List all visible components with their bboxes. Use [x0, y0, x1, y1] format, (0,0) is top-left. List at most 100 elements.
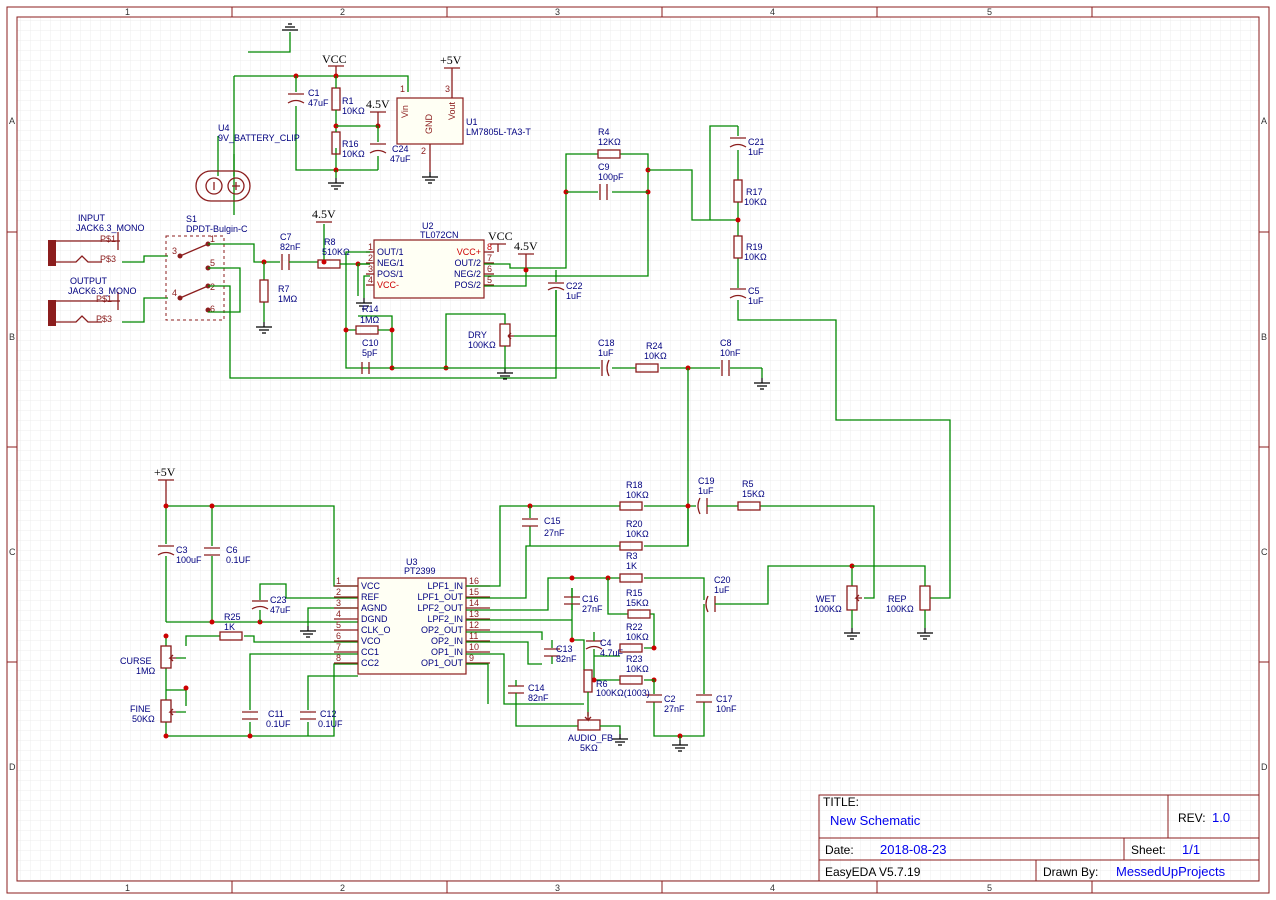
fine-value: 50KΩ — [132, 714, 155, 724]
u3-pin-number: 13 — [469, 609, 479, 619]
col-4-bottom: 4 — [770, 883, 775, 893]
r7-value: 1MΩ — [278, 294, 298, 304]
r1-value: 10KΩ — [342, 106, 365, 116]
c2-value: 27nF — [664, 704, 685, 714]
u2-pin-name: OUT/2 — [454, 258, 481, 268]
u3-pin-name: AGND — [361, 603, 388, 613]
u3-pin-name: CC2 — [361, 658, 379, 668]
column-labels-bottom: 1 2 3 4 5 — [125, 883, 992, 893]
r23-ref: R23 — [626, 654, 643, 664]
r19-ref: R19 — [746, 242, 763, 252]
c4-ref: C4 — [600, 638, 612, 648]
row-labels-right: A B C D — [1261, 116, 1268, 772]
u3-pin-name: LPF1_OUT — [417, 592, 463, 602]
u2-pin-name: OUT/1 — [377, 247, 404, 257]
net-5v-u3: +5V — [154, 465, 176, 479]
row-c-left: C — [9, 547, 16, 557]
column-labels-top: 1 2 3 4 5 — [125, 7, 992, 17]
r7-ref: R7 — [278, 284, 290, 294]
r23-value: 10KΩ — [626, 664, 649, 674]
u2-pin-number: 8 — [487, 242, 492, 252]
c24-value: 47uF — [390, 154, 411, 164]
c17-value: 10nF — [716, 704, 737, 714]
r3-value: 1K — [626, 561, 637, 571]
c9-value: 100pF — [598, 172, 624, 182]
io-section: INPUT JACK6.3_MONO P$1 P$3 OUTPUT JACK6.… — [48, 207, 557, 379]
col-3-top: 3 — [555, 7, 560, 17]
c1-value: 47uF — [308, 98, 329, 108]
s1-value: DPDT-Bulgin-C — [186, 224, 248, 234]
u3-pin-number: 7 — [336, 642, 341, 652]
curse-ref: CURSE — [120, 656, 152, 666]
input-jack-icon — [48, 240, 56, 266]
c11-ref: C11 — [268, 709, 284, 719]
c3-ref: C3 — [176, 545, 188, 555]
sheet-value: 1/1 — [1182, 842, 1200, 857]
fine-ref: FINE — [130, 704, 151, 714]
u3-pin-number: 11 — [469, 631, 478, 641]
u3-pin-name: LPF2_OUT — [417, 603, 463, 613]
r22-ref: R22 — [626, 622, 643, 632]
c17-ref: C17 — [716, 694, 733, 704]
c20-ref: C20 — [714, 575, 731, 585]
r18-value: 10KΩ — [626, 490, 649, 500]
u3-pin-number: 15 — [469, 587, 479, 597]
curse-value: 1MΩ — [136, 666, 156, 676]
c13-value: 82nF — [556, 654, 577, 664]
drawn-by-value: MessedUpProjects — [1116, 864, 1226, 879]
u3-pin-name: OP1_IN — [431, 647, 463, 657]
r24-ref: R24 — [646, 341, 663, 351]
u3-pin-number: 10 — [469, 642, 479, 652]
r5-ref: R5 — [742, 479, 754, 489]
audio-fb-ref: AUDIO_FB — [568, 733, 613, 743]
c8-ref: C8 — [720, 338, 732, 348]
c2-ref: C2 — [664, 694, 676, 704]
c7-ref: C7 — [280, 232, 292, 242]
grid-area — [17, 17, 1259, 881]
c22-ref: C22 — [566, 281, 583, 291]
r16-value: 10KΩ — [342, 149, 365, 159]
s1-pin5: 5 — [210, 258, 215, 268]
r8-ref: R8 — [324, 237, 336, 247]
c10-value: 5pF — [362, 348, 378, 358]
u2-pin-name: POS/2 — [454, 280, 481, 290]
date-value: 2018-08-23 — [880, 842, 947, 857]
col-3-bottom: 3 — [555, 883, 560, 893]
u3-pin-name: LPF1_IN — [427, 581, 463, 591]
u2-pin-number: 3 — [368, 264, 373, 274]
u4-ref: U4 — [218, 123, 230, 133]
c18-value: 1uF — [598, 348, 614, 358]
output-jack-icon — [48, 300, 56, 326]
u3-pin-number: 12 — [469, 620, 479, 630]
power-supply-section: VCC C1 47uF R1 10KΩ R16 10KΩ 4.5V C24 47… — [195, 23, 531, 215]
c12-ref: C12 — [320, 709, 337, 719]
u1-pin1: 1 — [400, 84, 405, 94]
col-1-top: 1 — [125, 7, 130, 17]
input-ps3: P$3 — [100, 254, 116, 264]
c14-ref: C14 — [528, 683, 545, 693]
net-vcc-u2: VCC — [488, 229, 513, 243]
rev-value: 1.0 — [1212, 810, 1230, 825]
u2-pin-name: VCC+ — [457, 247, 481, 257]
s1-pin2: 2 — [210, 282, 215, 292]
c24-ref: C24 — [392, 144, 409, 154]
u3-pin-number: 8 — [336, 653, 341, 663]
c13-ref: C13 — [556, 644, 573, 654]
audio-fb-value: 5KΩ — [580, 743, 598, 753]
u4-value: 9V_BATTERY_CLIP — [218, 133, 300, 143]
row-a-right: A — [1261, 116, 1267, 126]
u1-ref: U1 — [466, 117, 478, 127]
s1-pin1: 1 — [210, 234, 215, 244]
row-d-right: D — [1261, 762, 1268, 772]
wet-ref: WET — [816, 594, 836, 604]
input-jack-ref: INPUT — [78, 213, 106, 223]
c4-value: 4.7uF — [600, 648, 624, 658]
u3-pin-number: 6 — [336, 631, 341, 641]
u3-pin-number: 1 — [336, 576, 341, 586]
inner-frame — [16, 16, 1260, 882]
sheet-label: Sheet: — [1131, 843, 1166, 857]
c5-value: 1uF — [748, 296, 764, 306]
r18-ref: R18 — [626, 480, 643, 490]
